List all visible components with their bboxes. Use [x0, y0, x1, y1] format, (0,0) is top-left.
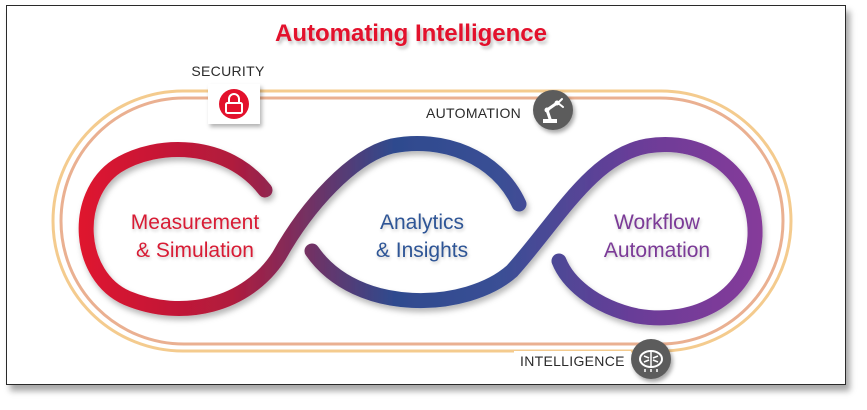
- infinity-ribbon: [78, 136, 763, 326]
- diagram-frame: Automating Intelligence SECURITY AUTOMAT…: [6, 5, 846, 385]
- workflow-automation-line1: Workflow: [614, 211, 700, 234]
- workflow-automation-label: Workflow Automation: [572, 209, 742, 265]
- analytics-insights-line2: & Insights: [375, 239, 469, 262]
- intelligence-tag: INTELLIGENCE: [514, 351, 631, 371]
- automation-tag: AUTOMATION: [420, 103, 528, 123]
- infinity-diagram: [51, 89, 793, 353]
- analytics-insights-label: Analytics & Insights: [337, 209, 507, 265]
- measurement-simulation-line2: & Simulation: [136, 239, 254, 262]
- robot-arm-icon: [543, 98, 564, 123]
- automation-badge: [533, 90, 573, 130]
- measurement-simulation-label: Measurement & Simulation: [95, 209, 295, 265]
- security-tag: SECURITY: [187, 63, 269, 79]
- measurement-simulation-line1: Measurement: [130, 211, 260, 234]
- page-title: Automating Intelligence: [274, 20, 547, 47]
- outer-track: [51, 89, 793, 353]
- lock-icon: [219, 89, 249, 119]
- brain-chip-icon: [639, 350, 663, 372]
- analytics-insights-line1: Analytics: [379, 211, 465, 234]
- intelligence-badge: [631, 339, 671, 379]
- security-badge: [208, 84, 260, 124]
- workflow-automation-line2: Automation: [603, 239, 711, 262]
- inner-track: [59, 96, 785, 346]
